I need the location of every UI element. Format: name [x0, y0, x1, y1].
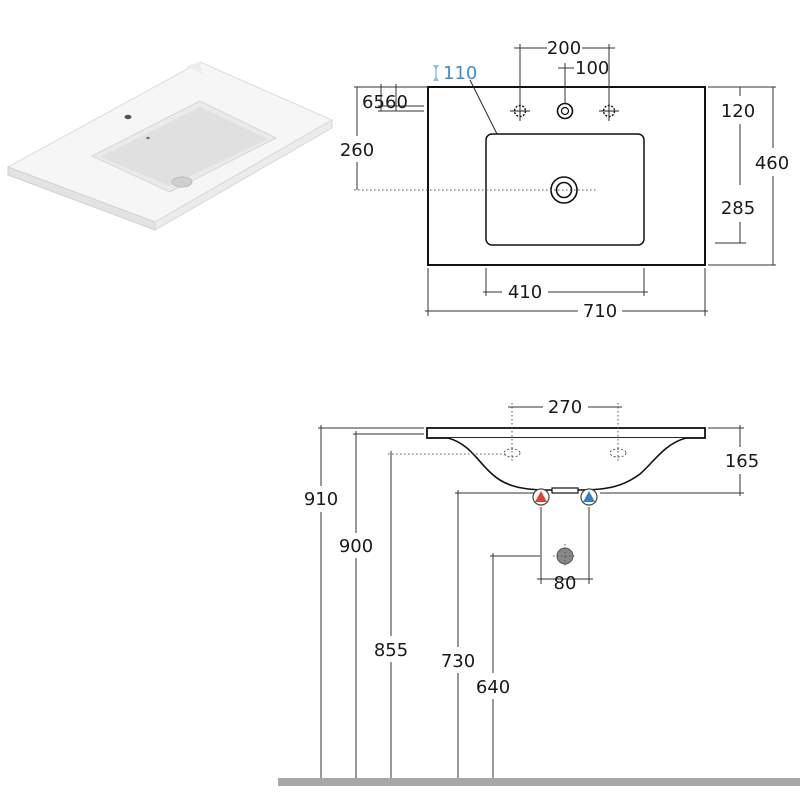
dim-elev-height-top: 910: [304, 489, 338, 510]
dim-plan-basin-depth: 285: [721, 198, 755, 219]
dim-elev-hole-spacing: 270: [548, 397, 582, 418]
dim-plan-tap-inner: 100: [575, 58, 609, 79]
dim-elev-height-waste: 640: [476, 677, 510, 698]
dim-plan-back-to-tap: 120: [721, 101, 755, 122]
hot-water-connector-icon: [532, 488, 550, 506]
waste-outlet-icon: [553, 544, 577, 568]
dim-plan-waste-from-back: 260: [340, 140, 374, 161]
tap-hole-right-icon: [599, 101, 619, 121]
dim-elev-basin-height: 165: [725, 451, 759, 472]
dim-elev-supply-spacing: 80: [554, 573, 577, 594]
dim-plan-offset-b: 60: [385, 92, 408, 113]
tap-hole-left-icon: [510, 101, 530, 121]
floor-line: [278, 778, 800, 786]
dim-elev-height-supply: 730: [441, 651, 475, 672]
dim-elev-height-tap: 855: [374, 640, 408, 661]
basin-elevation-profile: [426, 427, 706, 494]
dim-plan-overall-depth: 460: [755, 153, 789, 174]
dim-plan-offset-a: 65: [362, 92, 385, 113]
dim-plan-overflow: 110: [443, 63, 477, 84]
dim-plan-basin-width: 410: [508, 282, 542, 303]
dim-plan-tap-outer: 200: [547, 38, 581, 59]
dim-plan-overall-width: 710: [583, 301, 617, 322]
cold-water-connector-icon: [580, 488, 598, 506]
dim-elev-height-rim: 900: [339, 536, 373, 557]
overflow-arrow-icon: [433, 65, 439, 81]
basin-product-render: [6, 61, 334, 231]
plan-view: 200 100 110 65 60 260 120: [340, 38, 789, 322]
elevation-view: 270 165 80: [278, 397, 800, 786]
